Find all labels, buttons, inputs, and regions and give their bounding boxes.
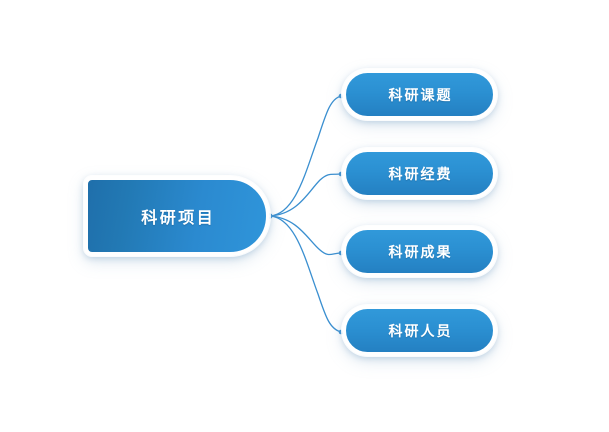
child-node-3[interactable]: 科研人员	[342, 305, 497, 356]
connector-to-child-0	[269, 95, 342, 217]
child-node-2-label: 科研成果	[388, 243, 453, 260]
connector-to-child-2	[269, 215, 342, 256]
child-node-3-label: 科研人员	[388, 322, 453, 339]
connector-to-child-3	[269, 215, 342, 333]
child-node-1[interactable]: 科研经费	[342, 148, 497, 199]
child-node-0-label: 科研课题	[388, 86, 453, 103]
child-node-1-label: 科研经费	[388, 165, 453, 182]
root-node[interactable]: 科研项目	[84, 176, 270, 256]
child-node-0[interactable]: 科研课题	[342, 69, 497, 120]
connector-to-child-1	[269, 173, 342, 217]
child-node-2[interactable]: 科研成果	[342, 226, 497, 277]
root-node-label: 科研项目	[141, 210, 216, 227]
